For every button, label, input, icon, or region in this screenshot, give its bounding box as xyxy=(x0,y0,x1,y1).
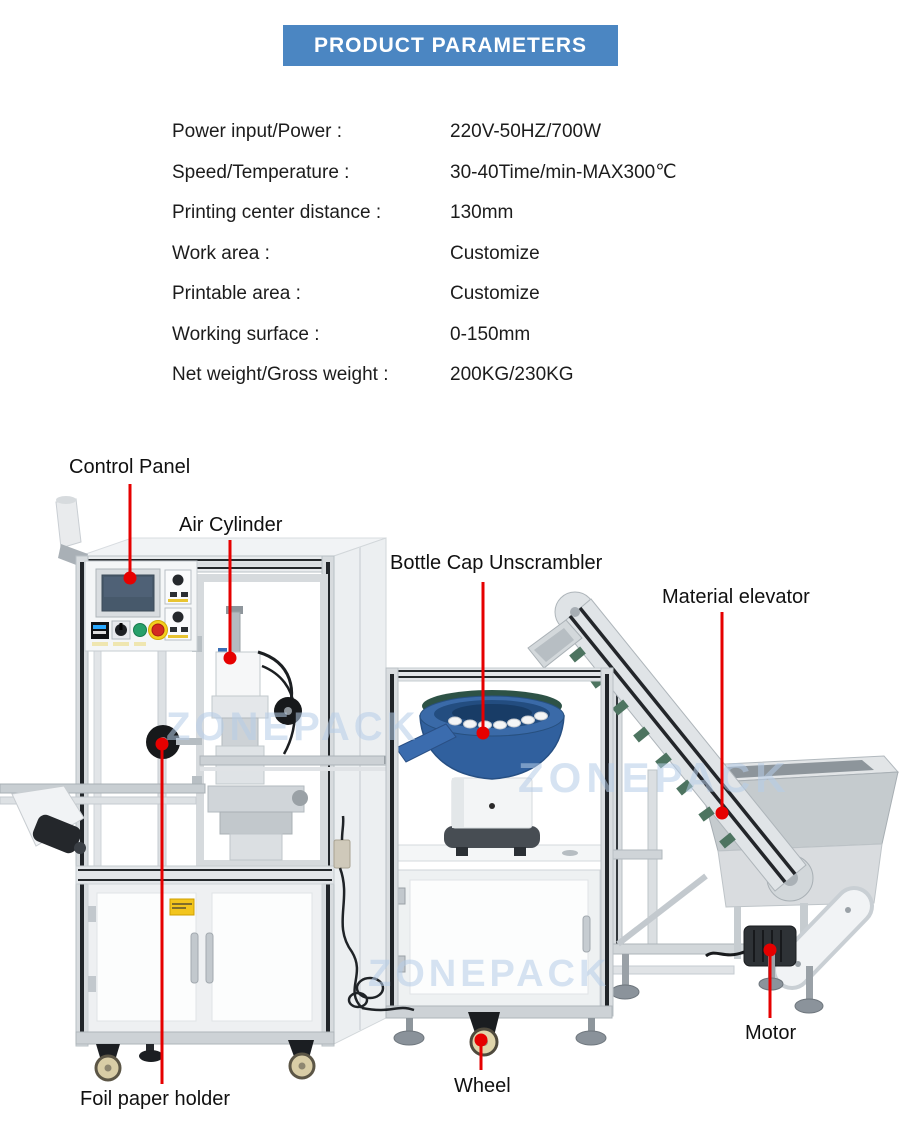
svg-text:ZONEPACK: ZONEPACK xyxy=(518,754,791,801)
unscrambler-bowl-assembly xyxy=(384,690,565,856)
foot-pad xyxy=(139,1044,163,1062)
cabinet-door xyxy=(409,879,589,995)
left-conveyor xyxy=(0,783,206,854)
label-control-panel: Control Panel xyxy=(69,456,191,478)
parameter-value: 200KG/230KG xyxy=(450,364,574,386)
vibrator-base-ring xyxy=(444,826,540,848)
parameter-row: Power input/Power : 220V-50HZ/700W xyxy=(172,112,792,153)
cap-chute xyxy=(395,723,457,763)
parameters-table: Power input/Power : 220V-50HZ/700W Speed/T… xyxy=(172,112,792,396)
caster-wheel xyxy=(94,1044,122,1082)
page-title: PRODUCT PARAMETERS xyxy=(313,33,588,57)
header-banner: PRODUCT PARAMETERS xyxy=(283,25,618,66)
callout-lines xyxy=(128,484,772,1084)
caster-wheel xyxy=(288,1040,316,1080)
center-caster-wheel xyxy=(468,1012,500,1057)
parameter-row: Printable area : Customize xyxy=(172,274,792,315)
leveling-foot xyxy=(575,1018,607,1046)
label-foil-paper-holder: Foil paper holder xyxy=(80,1088,231,1110)
parameter-label: Power input/Power : xyxy=(172,121,343,143)
material-elevator-conveyor xyxy=(527,591,807,892)
bottle-caps xyxy=(448,711,548,730)
parameter-value: Customize xyxy=(450,283,540,305)
temperature-controller xyxy=(91,622,109,639)
label-wheel: Wheel xyxy=(454,1075,511,1097)
door-handle xyxy=(205,932,214,984)
middle-machine xyxy=(384,667,614,1057)
emergency-stop-button xyxy=(148,620,168,640)
parameter-value: Customize xyxy=(450,242,540,264)
conveyor-motor xyxy=(32,814,82,854)
cabinet-door xyxy=(211,892,313,1022)
foil-roll-2 xyxy=(274,697,302,725)
transfer-rail xyxy=(199,755,393,771)
watermark-text: ZONEPACK ZONEPACK ZONEPACK xyxy=(166,705,791,995)
control-panel xyxy=(84,560,198,652)
parameter-value: 220V-50HZ/700W xyxy=(450,121,602,143)
knob-panel xyxy=(164,569,192,641)
leveling-foot xyxy=(393,1018,425,1046)
material-elevator-machine xyxy=(527,591,900,1014)
warning-sticker xyxy=(169,898,195,916)
parameter-label: Speed/Temperature : xyxy=(172,161,350,183)
machine-photo: ZONEPACK ZONEPACK ZONEPACK xyxy=(0,484,900,1084)
callout-dots xyxy=(123,571,777,1047)
parameter-row: Speed/Temperature : 30-40Time/min-MAX300℃ xyxy=(172,153,792,194)
parameter-label: Working surface : xyxy=(172,323,320,345)
parameter-row: Working surface : 0-150mm xyxy=(172,315,792,356)
left-machine xyxy=(55,496,387,1082)
parameter-value: 0-150mm xyxy=(450,323,531,345)
svg-text:ZONEPACK: ZONEPACK xyxy=(368,953,610,995)
parameter-value: 130mm xyxy=(450,202,514,224)
label-bottle-cap-unscrambler: Bottle Cap Unscrambler xyxy=(390,552,603,574)
parameter-label: Printable area : xyxy=(172,283,301,305)
parameter-label: Work area : xyxy=(172,242,270,264)
enclosure-door xyxy=(196,574,328,868)
label-air-cylinder: Air Cylinder xyxy=(179,514,283,536)
parameter-row: Work area : Customize xyxy=(172,234,792,275)
door-handle xyxy=(582,915,591,953)
belt-cover xyxy=(772,886,874,990)
parameter-value: 30-40Time/min-MAX300℃ xyxy=(450,162,677,184)
label-material-elevator: Material elevator xyxy=(662,586,810,608)
cables xyxy=(333,815,415,1012)
parameter-label: Printing center distance : xyxy=(172,202,382,224)
green-start-button xyxy=(133,623,147,637)
svg-text:ZONEPACK: ZONEPACK xyxy=(166,705,419,749)
label-motor: Motor xyxy=(745,1022,797,1044)
parameter-row: Printing center distance : 130mm xyxy=(172,193,792,234)
door-handle xyxy=(190,932,199,984)
cabinet-left xyxy=(87,883,323,1033)
parameter-row: Net weight/Gross weight : 200KG/230KG xyxy=(172,355,792,396)
print-mechanism xyxy=(207,785,308,861)
selector-switch xyxy=(111,620,131,640)
parameter-label: Net weight/Gross weight : xyxy=(172,364,389,386)
discharge-chute xyxy=(527,619,583,669)
